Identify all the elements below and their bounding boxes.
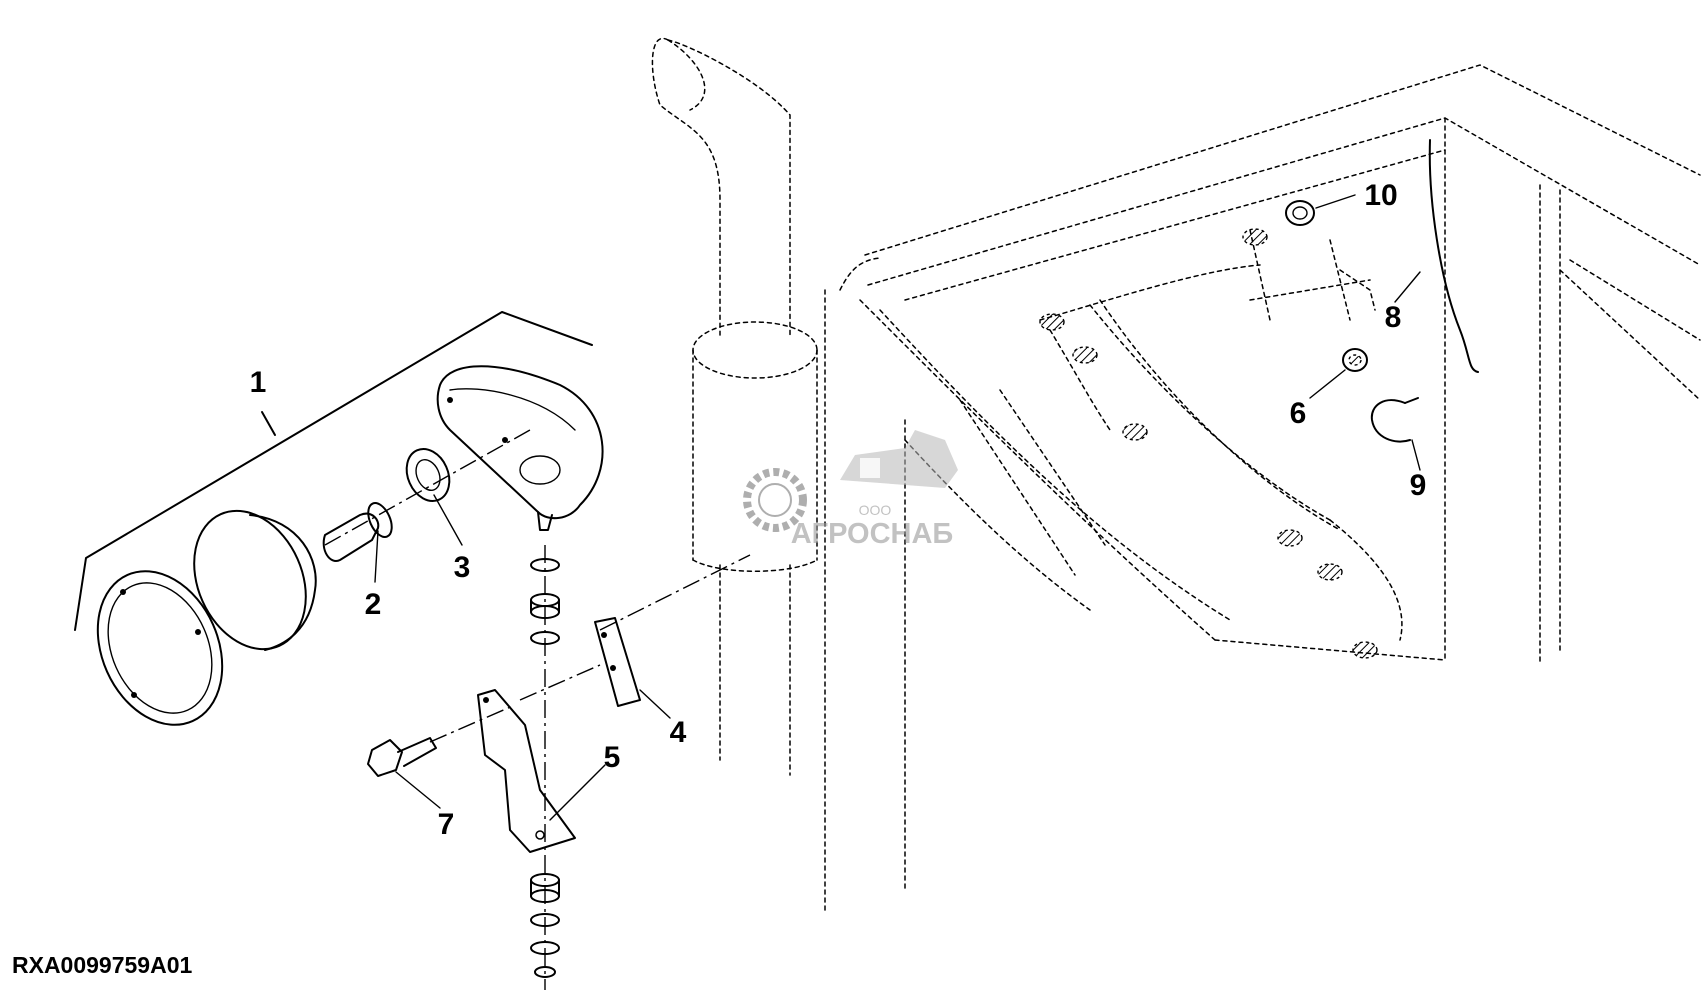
callout-5: 5 bbox=[604, 741, 621, 774]
callout-2: 2 bbox=[365, 588, 382, 621]
harvester-logo-icon bbox=[840, 430, 958, 488]
centerlines bbox=[324, 429, 751, 743]
callout-9: 9 bbox=[1410, 469, 1427, 502]
callout-7: 7 bbox=[438, 808, 455, 841]
watermark-company-form: ООО bbox=[859, 502, 892, 518]
callout-3: 3 bbox=[454, 551, 471, 584]
figure-id: RXA0099759A01 bbox=[12, 952, 193, 978]
leader-lines bbox=[374, 194, 1421, 821]
callout-8: 8 bbox=[1385, 301, 1402, 334]
watermark: ООО АГРОСНАБ bbox=[743, 430, 958, 550]
callout-10: 10 bbox=[1364, 179, 1397, 212]
cab-frame bbox=[651, 37, 1701, 911]
watermark-company-name: АГРОСНАБ bbox=[791, 518, 954, 550]
nut-6 bbox=[1342, 348, 1368, 372]
grommet bbox=[405, 448, 451, 502]
clip-9 bbox=[1370, 397, 1419, 443]
bolt-7 bbox=[367, 737, 437, 777]
assembly-bracket-1 bbox=[74, 311, 593, 631]
callout-6: 6 bbox=[1290, 397, 1307, 430]
washer-stack bbox=[530, 545, 560, 990]
bezel-ring bbox=[96, 570, 224, 726]
lamp-housing bbox=[436, 365, 604, 531]
callout-4: 4 bbox=[670, 716, 687, 749]
callout-1: 1 bbox=[250, 366, 267, 399]
lens bbox=[193, 509, 317, 651]
plate-4 bbox=[594, 617, 641, 707]
gear-logo-icon bbox=[743, 468, 807, 532]
nut-10 bbox=[1285, 200, 1315, 226]
bulb bbox=[322, 502, 393, 562]
